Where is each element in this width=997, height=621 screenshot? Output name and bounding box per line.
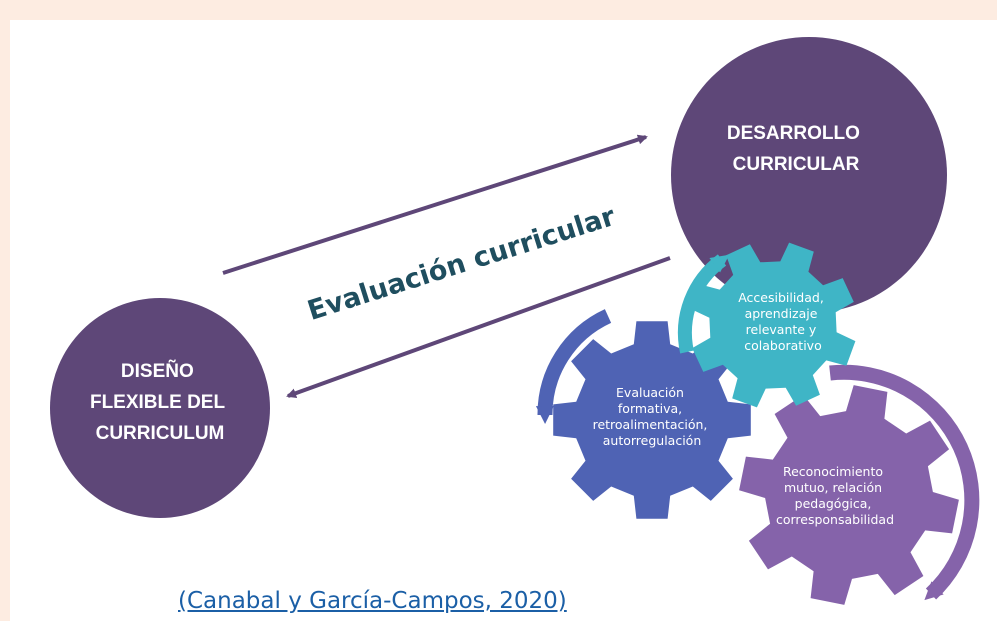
purple-gear-rotation-arrow — [829, 364, 980, 601]
blue-gear — [553, 321, 751, 519]
desarrollo-label: DESARROLLO CURRICULAR — [727, 123, 865, 175]
teal-gear — [690, 242, 856, 408]
purple-gear — [739, 385, 959, 605]
diseno-circle — [50, 298, 270, 518]
desarrollo-circle — [671, 37, 947, 313]
blue-gear-rotation-arrow — [535, 309, 612, 424]
diseno-label: DISEÑO FLEXIBLE DEL CURRICULUM — [90, 360, 230, 444]
arrow-to-desarrollo — [222, 134, 648, 275]
teal-gear-rotation-arrow — [677, 254, 730, 354]
citation-link[interactable]: (Canabal y García-Campos, 2020) — [178, 588, 567, 614]
evaluacion-curricular-label: Evaluación curricular — [304, 201, 620, 327]
diagram-svg: DISEÑO FLEXIBLE DEL CURRICULUM DESARROLL… — [50, 37, 980, 605]
arrow-to-diseno — [286, 256, 671, 398]
teal-gear-label: Accesibilidad, aprendizaje relevante y c… — [738, 290, 828, 353]
diagram-canvas: DISEÑO FLEXIBLE DEL CURRICULUM DESARROLL… — [10, 20, 997, 621]
purple-gear-label: Reconocimiento mutuo, relación pedagógic… — [776, 464, 894, 527]
blue-gear-label: Evaluación formativa, retroalimentación,… — [593, 385, 712, 448]
